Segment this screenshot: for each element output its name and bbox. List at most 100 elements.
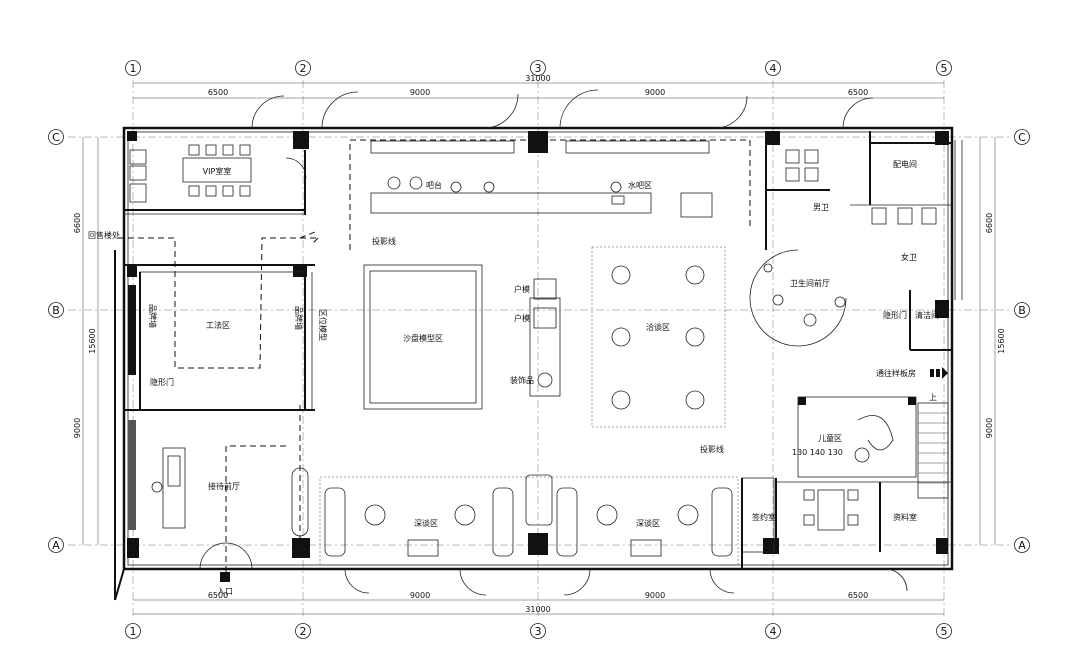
room-label-negotiation-middle: 洽谈区 [646, 322, 670, 332]
to-sample-room: 通往样板房 [876, 367, 948, 379]
axis-label: 2 [300, 625, 307, 638]
room-label-cleaning: 清洁间 [915, 310, 939, 320]
label-decor: 装饰品 [510, 375, 534, 385]
axis-bubble-top-4: 4 [765, 60, 781, 76]
axis-label: 5 [941, 62, 948, 75]
room-label-restroom-hall: 卫生间前厅 [790, 278, 830, 288]
axis-label: C [1018, 131, 1026, 144]
label-projection-top: 投影线 [372, 236, 396, 246]
axis-bubble-right-c: C [1014, 129, 1030, 145]
axis-bubble-bottom-1: 1 [125, 623, 141, 639]
room-label-pin-wall: 品牌墙 [148, 304, 158, 328]
label-to-sample-room: 通往样板房 [876, 368, 916, 378]
axis-bubble-top-2: 2 [295, 60, 311, 76]
axis-label: 4 [770, 62, 777, 75]
kids-area: 儿童区 130 140 130 上 [792, 393, 949, 499]
axis-bubble-left-b: B [48, 302, 64, 318]
dimension-segment: 9000 [985, 418, 994, 438]
dimension-segment: 6600 [985, 213, 994, 233]
axis-label: A [1018, 539, 1026, 552]
room-label-work: 工法区 [206, 320, 230, 330]
axis-bubble-left-c: C [48, 129, 64, 145]
room-label-electric: 配电间 [893, 159, 917, 169]
label-hidden-door-left: 隐形门 [150, 377, 174, 387]
reception-area: 接待前厅 入口 [128, 420, 309, 596]
dimension-segment: 9000 [645, 88, 665, 97]
room-label-negotiation-left: 深谈区 [414, 518, 438, 528]
vip-room: VIP室室 [124, 144, 307, 215]
axis-label: 5 [941, 625, 948, 638]
dimension-segment: 6600 [73, 213, 82, 233]
dimension-segment: 9000 [645, 591, 665, 600]
axis-bubble-bottom-5: 5 [936, 623, 952, 639]
dimension-segment: 9000 [73, 418, 82, 438]
label-water-bar: 水吧区 [628, 180, 652, 190]
axis-bubble-right-a: A [1014, 537, 1030, 553]
dimension-segment: 9000 [410, 591, 430, 600]
work-area: 工法区 品牌墙 品牌墙 区位模型 隐形门 [124, 264, 328, 411]
dimension-segment: 6500 [848, 88, 868, 97]
flow-paths: 回售楼处 [88, 139, 751, 572]
axis-bubble-top-1: 1 [125, 60, 141, 76]
label-kids-marks: 130 140 130 [792, 448, 843, 457]
dimension-left: 6600 9000 15600 [73, 137, 99, 545]
room-label-vip: VIP室室 [203, 166, 232, 176]
axis-label: 2 [300, 62, 307, 75]
room-label-sandbox: 沙盘模型区 [403, 333, 443, 343]
restroom-block: 男卫 女卫 卫生间前厅 隐形门 清洁间 配电间 [749, 131, 952, 351]
top-doors [199, 89, 908, 596]
axis-bubble-bottom-4: 4 [765, 623, 781, 639]
label-unit-a: 户模 [514, 284, 530, 294]
dimension-total-right: 15600 [997, 328, 1006, 353]
label-unit-b: 户模 [514, 313, 530, 323]
outer-walls [114, 126, 963, 601]
grid-lines [68, 80, 1010, 618]
axis-label: 4 [770, 625, 777, 638]
axis-bubble-top-3: 3 [530, 60, 546, 76]
axis-bubble-left-a: A [48, 537, 64, 553]
top-counters: 吧台 水吧区 投影线 [370, 140, 713, 246]
dimension-segment: 6500 [208, 88, 228, 97]
dimension-right: 6600 9000 15600 [979, 137, 1006, 545]
room-label-womens: 女卫 [901, 252, 917, 262]
structural-columns [127, 131, 949, 558]
dimension-segment: 6500 [208, 591, 228, 600]
dimension-segment: 9000 [410, 88, 430, 97]
axis-label: 1 [130, 62, 137, 75]
label-bar: 吧台 [426, 180, 442, 190]
dimension-total-bottom: 31000 [525, 605, 550, 614]
axis-bubble-top-5: 5 [936, 60, 952, 76]
dimension-segment: 6500 [848, 591, 868, 600]
axis-label: 3 [535, 62, 542, 75]
room-label-reception: 接待前厅 [208, 481, 240, 491]
negotiation-area-bottom: 深谈区 深谈区 [319, 474, 739, 566]
label-stairs-up: 上 [929, 393, 937, 402]
room-label-kids: 儿童区 [818, 433, 842, 443]
axis-label: 3 [535, 625, 542, 638]
dimension-total-left: 15600 [88, 328, 97, 353]
axis-bubble-right-b: B [1014, 302, 1030, 318]
room-label-brand-wall: 品牌墙 [294, 306, 304, 330]
dimension-top: 31000 6500 9000 9000 6500 [133, 74, 944, 99]
negotiation-area-middle: 洽谈区 投影线 [591, 246, 726, 454]
dimension-total-top: 31000 [525, 74, 550, 83]
axis-label: A [52, 539, 60, 552]
axis-bubble-bottom-3: 3 [530, 623, 546, 639]
dimension-bottom: 6500 9000 9000 6500 31000 [133, 591, 944, 615]
room-label-location-model: 区位模型 [318, 309, 328, 341]
signing-archive: 签约室 资料室 [741, 477, 952, 569]
room-label-archive: 资料室 [893, 512, 917, 522]
room-label-mens: 男卫 [813, 203, 829, 212]
label-entrance: 入口 [217, 587, 233, 596]
axis-bubble-bottom-2: 2 [295, 623, 311, 639]
room-label-negotiation-right: 深谈区 [636, 518, 660, 528]
sandbox-model-area: 沙盘模型区 [363, 264, 483, 410]
axis-label: B [52, 304, 60, 317]
axis-label: 1 [130, 625, 137, 638]
room-label-signing: 签约室 [752, 512, 776, 522]
label-projection-bottom: 投影线 [700, 444, 724, 454]
axis-label: C [52, 131, 60, 144]
axis-label: B [1018, 304, 1026, 317]
label-return-stair: 回售楼处 [88, 230, 120, 240]
